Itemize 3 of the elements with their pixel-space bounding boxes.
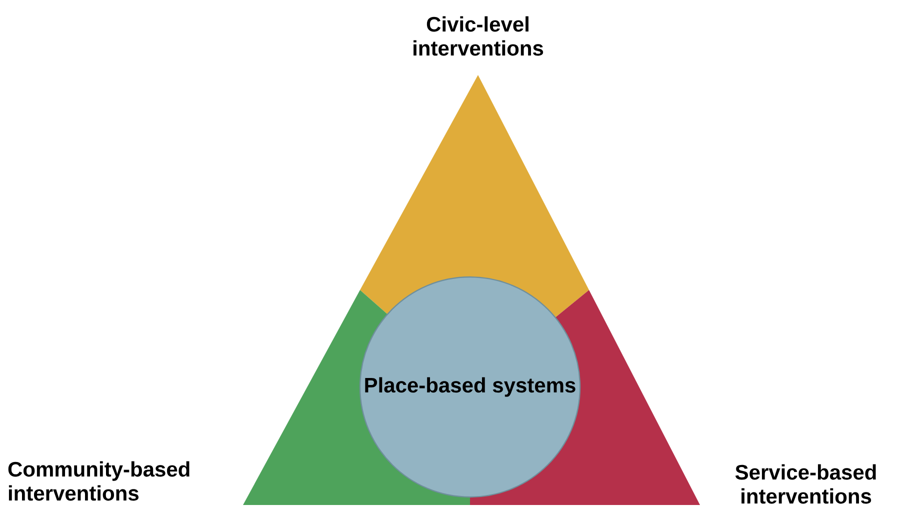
node-label: Community-based interventions <box>8 461 190 501</box>
node-label: Civic-level interventions <box>414 16 544 56</box>
node-label: Service-based interventions <box>735 464 876 504</box>
